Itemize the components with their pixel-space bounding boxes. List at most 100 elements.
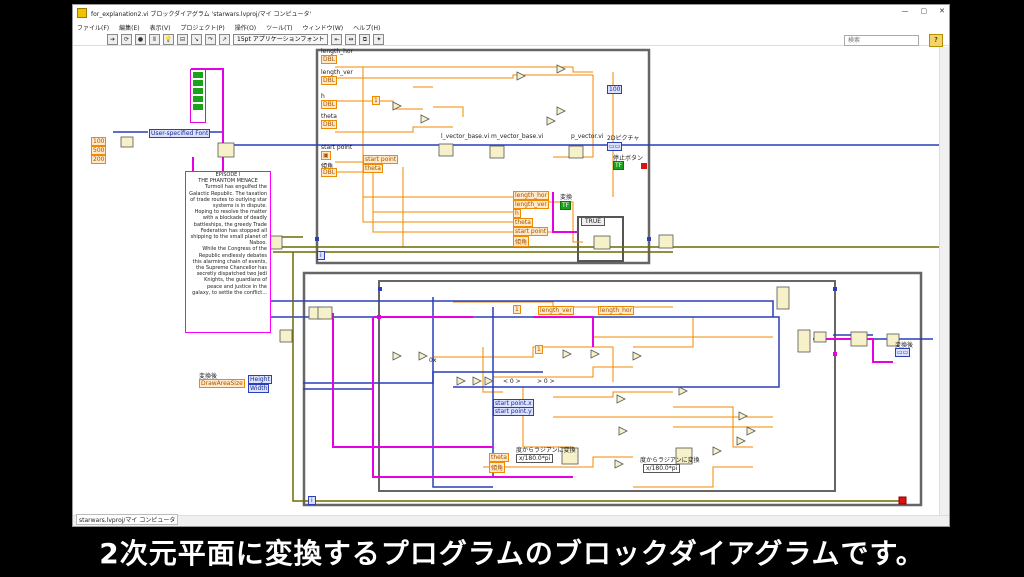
const-100: 100 [607, 85, 623, 94]
vertical-scrollbar[interactable] [939, 47, 949, 517]
menu-bar: ファイル(F) 編集(E) 表示(V) プロジェクト(P) 操作(O) ツール(… [73, 21, 949, 33]
terminal-2d-picture[interactable]: ▭▭ [607, 142, 623, 151]
crawl-text-line-8: While the Congress of the Republic endle… [192, 246, 267, 296]
retain-wire-values-icon[interactable]: ⊟ [177, 33, 188, 45]
menu-view[interactable]: 表示(V) [149, 24, 171, 32]
terminal-length-ver-value[interactable]: DBL [321, 76, 338, 85]
bundle-length-hor: length_hor [513, 191, 550, 200]
label-m-vector: m_vector_base.vi [491, 133, 544, 140]
crawl-text-line-1: EPISODE I [215, 172, 241, 178]
unbundle-start-point-y: start point.y [493, 407, 534, 416]
label-l-vector: l_vector_base.vi [441, 133, 490, 140]
cluster-start-point: start point [363, 155, 399, 164]
unbundle-theta-2: theta [489, 453, 509, 462]
const-one: 1 [372, 96, 380, 105]
compare-gt-zero: > 0 > [537, 378, 555, 385]
terminal-length-hor-value[interactable]: DBL [321, 55, 338, 64]
crawl-text-line-2: THE PHANTOM MENACE [198, 178, 258, 185]
label-transform-2: 変換後 [199, 373, 218, 380]
cluster-theta: theta [363, 164, 383, 173]
search-input[interactable]: 検索 [844, 35, 919, 46]
event-structure-frame [315, 48, 651, 265]
pause-icon[interactable]: Ⅱ [149, 33, 160, 45]
menu-file[interactable]: ファイル(F) [77, 24, 110, 32]
label-2d-picture: 2Dピクチャ [607, 135, 640, 142]
for-loop-frame [378, 280, 836, 492]
step-into-icon[interactable]: ↘ [191, 33, 202, 45]
reorder-icon[interactable]: ⧉ [359, 33, 371, 45]
menu-project[interactable]: プロジェクト(P) [180, 24, 225, 32]
crawl-text-constant: EPISODE I THE PHANTOM MENACE Turmoil has… [185, 171, 271, 333]
const-100-left: 100 [91, 137, 107, 146]
terminal-stop-button[interactable]: TF [613, 161, 625, 170]
horizontal-scrollbar[interactable]: starwars.lvproj/マイ コンピュータ [73, 514, 949, 526]
window-title: for_explanation2.vi ブロックダイアグラム 'starwars… [91, 10, 312, 18]
label-angle: 傾角 [321, 163, 334, 170]
label-transform: 変換 [560, 194, 573, 201]
label-deg-to-rad-1: 度からラジアンに変換 [516, 447, 576, 454]
step-out-icon[interactable]: ↗ [219, 33, 230, 45]
menu-operate[interactable]: 操作(O) [234, 24, 257, 32]
step-over-icon[interactable]: ↷ [205, 33, 216, 45]
label-start-point: start point [321, 144, 353, 151]
terminal-start-point[interactable]: ▣ [321, 151, 331, 160]
context-help-icon[interactable]: ? [929, 34, 943, 47]
label-deg-to-rad-2: 度からラジアンに変換 [640, 457, 700, 464]
menu-tools[interactable]: ツール(T) [266, 24, 293, 32]
label-stop-button: 停止ボタン [613, 155, 644, 162]
user-font-constant[interactable]: User-specified Font [149, 129, 211, 138]
menu-edit[interactable]: 編集(E) [119, 24, 140, 32]
labview-block-diagram-window: for_explanation2.vi ブロックダイアグラム 'starwars… [72, 4, 950, 527]
label-theta: theta [321, 113, 337, 120]
terminal-h-value[interactable]: DBL [321, 100, 338, 109]
cleanup-diagram-icon[interactable]: ✦ [373, 33, 385, 45]
case-selector-true[interactable]: TRUE [581, 217, 606, 226]
bundle-start-point: start point [513, 227, 549, 236]
menu-help[interactable]: ヘルプ(H) [353, 24, 381, 32]
align-objects-icon[interactable]: ⇤ [331, 33, 343, 45]
block-diagram-canvas [113, 48, 941, 507]
formula-node-2: x/180.0*pi [643, 464, 681, 473]
minimize-button[interactable]: — [901, 7, 909, 15]
terminal-transform[interactable]: TF [560, 201, 572, 210]
compare-lt-zero: < 0 > [503, 378, 521, 385]
const-500: 500 [91, 146, 107, 155]
terminal-theta-value[interactable]: DBL [321, 120, 338, 129]
boolean-array-control[interactable] [190, 69, 206, 123]
toolbar: ➔ ⟳ ● Ⅱ 💡 ⊟ ↘ ↷ ↗ 15pt アプリケーションフォント ⇤ ⇹ … [73, 33, 949, 46]
label-length-hor-2: length_hor [598, 306, 635, 315]
abort-icon[interactable]: ● [135, 33, 146, 45]
menu-window[interactable]: ウィンドウ(W) [302, 24, 344, 32]
hex-indicator: 0x [429, 357, 437, 364]
crawl-text-line-6: Hoping to resolve the matter with a bloc… [190, 209, 267, 247]
label-h: h [321, 93, 325, 100]
unbundle-width: Width [248, 384, 270, 393]
maximize-button[interactable]: ▢ [920, 7, 928, 15]
loop-iteration-top: i [317, 251, 325, 260]
bundle-length-ver: length_ver [513, 200, 549, 209]
terminal-draw-area-size[interactable]: DrawAreaSize [199, 379, 245, 388]
run-arrow-icon[interactable]: ➔ [107, 33, 118, 45]
stop-terminal [898, 496, 907, 505]
unbundle-height: Height [248, 375, 272, 384]
bundle-h: h [513, 209, 521, 218]
distribute-objects-icon[interactable]: ⇹ [345, 33, 357, 45]
label-length-ver-2: length_ver [538, 306, 574, 315]
window-controls: — ▢ ✕ [902, 7, 946, 15]
terminal-angle[interactable]: DBL [321, 168, 338, 177]
label-length-ver: length_ver [321, 69, 353, 76]
terminal-transform-out[interactable]: ▭▭ [895, 348, 911, 357]
bundle-theta: theta [513, 218, 533, 227]
bundle-angle: 傾角 [513, 236, 530, 247]
font-selector[interactable]: 15pt アプリケーションフォント [233, 33, 329, 45]
stop-button-terminal [641, 163, 647, 169]
label-length-hor: length_hor [321, 48, 354, 55]
unbundle-angle-2: 傾角 [489, 462, 506, 473]
project-path: starwars.lvproj/マイ コンピュータ [76, 514, 179, 525]
highlight-execution-icon[interactable]: 💡 [163, 33, 174, 45]
const-200: 200 [91, 155, 107, 164]
crawl-text-line-4: Turmoil has engulfed the Galactic Republ… [189, 184, 267, 210]
close-button[interactable]: ✕ [939, 7, 945, 15]
run-continuous-icon[interactable]: ⟳ [121, 33, 132, 45]
label-transform-3: 変換後 [895, 342, 914, 349]
